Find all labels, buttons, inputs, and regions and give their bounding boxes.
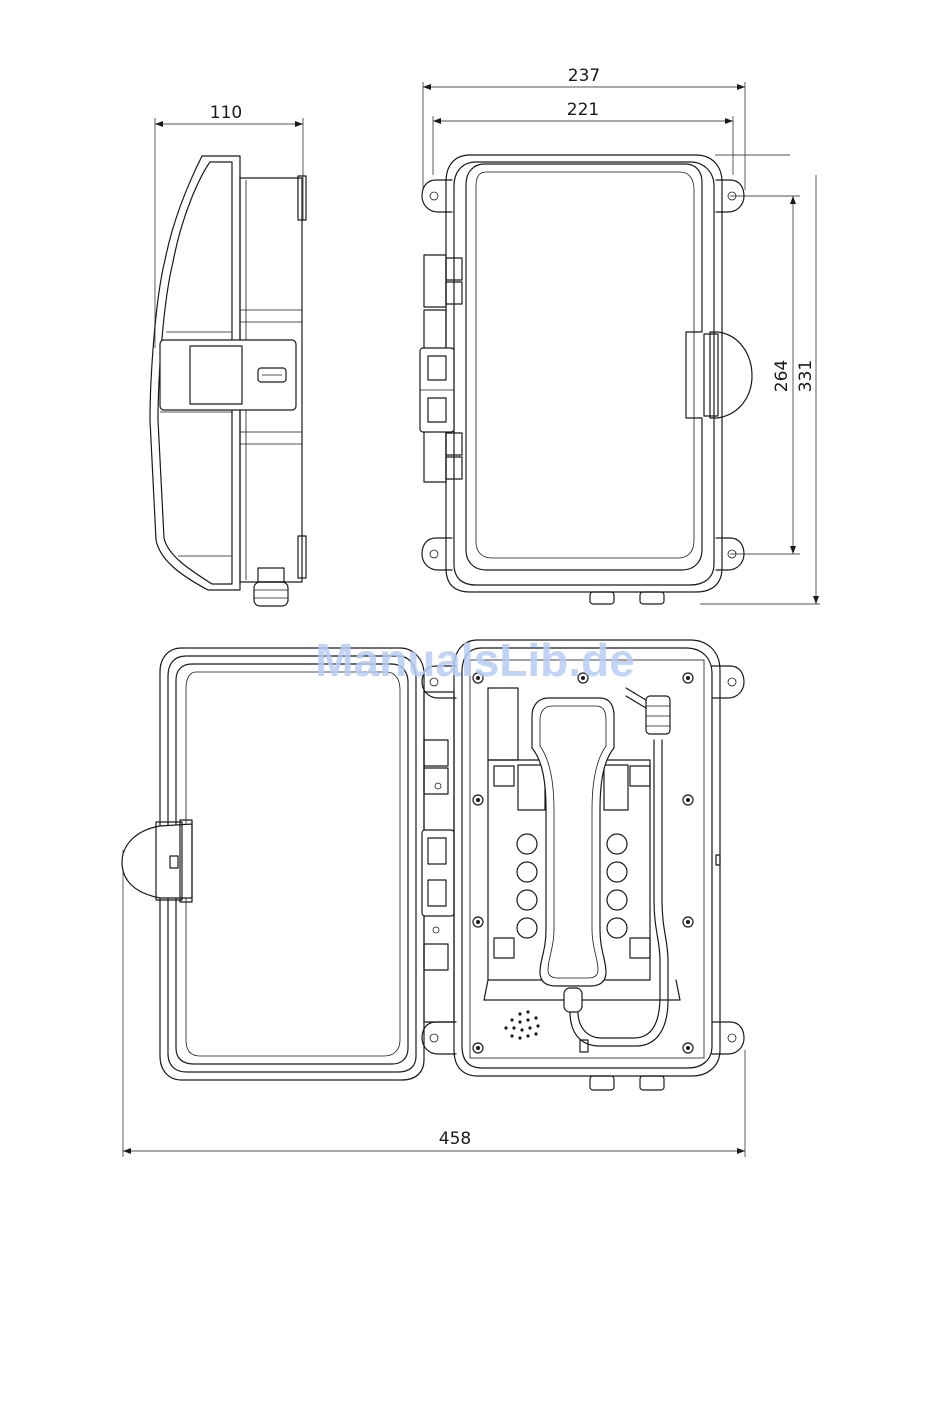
watermark: ManualsLib.de [315,634,634,686]
handset [532,698,614,986]
side-view: 110 [150,103,306,606]
dim-front-outer-width: 237 [568,66,600,86]
dim-front-inner-width: 221 [567,100,599,120]
open-view: 458 [122,640,745,1157]
dim-front-total-height: 331 [796,360,816,392]
dim-side-depth: 110 [210,103,242,123]
speaker-grille [504,1010,539,1039]
dim-front-mount-height: 264 [772,360,792,392]
dim-open-total-width: 458 [439,1129,471,1149]
front-view-closed: 237 221 264 331 [420,66,820,604]
